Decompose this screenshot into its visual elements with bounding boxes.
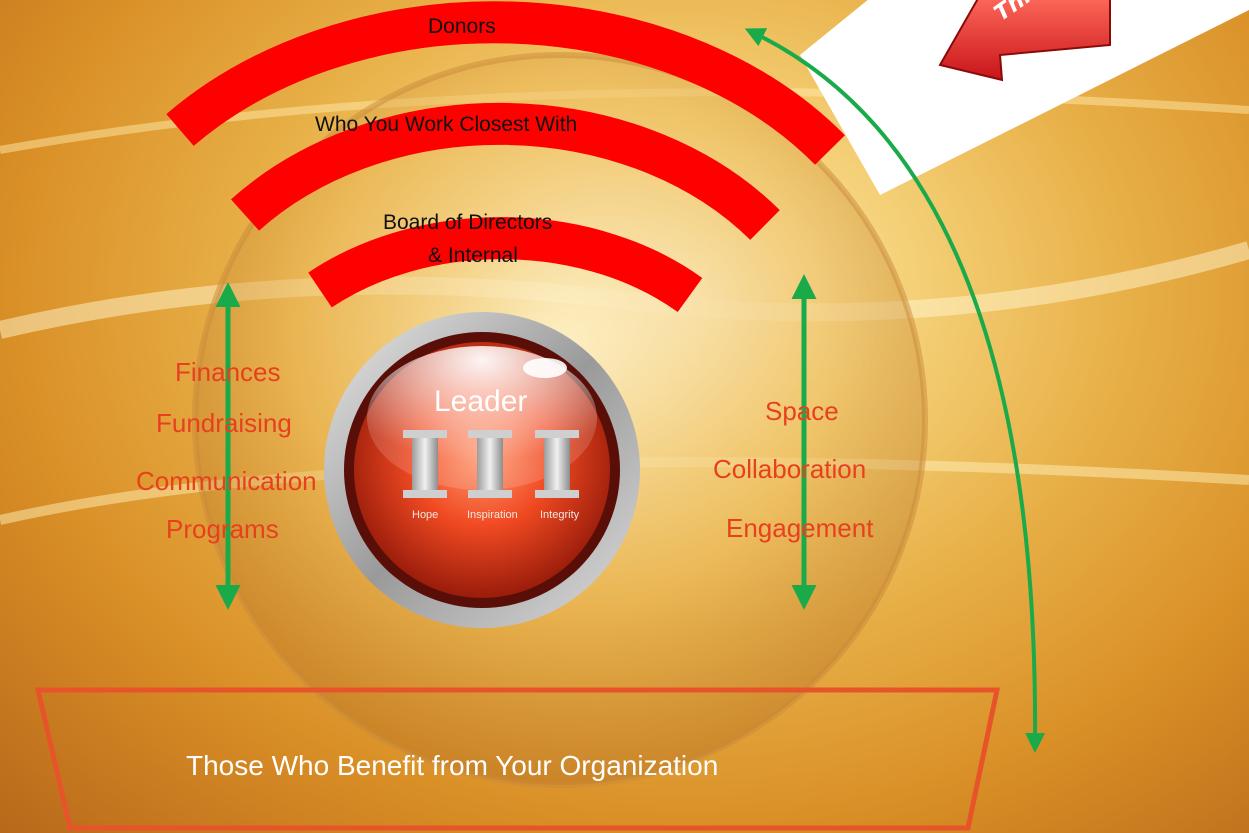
left-item-fundraising: Fundraising bbox=[156, 408, 292, 438]
beneficiaries-box bbox=[34, 687, 1001, 831]
ring-work-closest bbox=[230, 102, 780, 240]
right-item-space: Space bbox=[765, 396, 839, 426]
leader-title: Leader bbox=[434, 385, 528, 418]
pillar-label-integrity: Integrity bbox=[540, 509, 580, 521]
pillar-label-hope: Hope bbox=[412, 509, 439, 521]
ring-label-board-line2: & Internal bbox=[428, 244, 518, 267]
left-item-communication: Communication bbox=[136, 466, 317, 496]
right-item-engagement: Engagement bbox=[726, 513, 874, 543]
left-item-finances: Finances bbox=[175, 357, 281, 387]
right-item-collaboration: Collaboration bbox=[713, 454, 867, 484]
ring-label-donors: Donors bbox=[428, 15, 496, 38]
pillar-hope bbox=[403, 430, 447, 498]
beneficiaries-label: Those Who Benefit from Your Organization bbox=[186, 750, 719, 781]
curved-double-arrow bbox=[744, 28, 1046, 753]
pillar-label-inspiration: Inspiration bbox=[467, 509, 518, 521]
ring-label-work-closest: Who You Work Closest With bbox=[315, 113, 578, 136]
left-item-programs: Programs bbox=[166, 514, 279, 544]
pillar-integrity bbox=[535, 430, 579, 498]
ring-board bbox=[308, 217, 703, 313]
pillar-inspiration bbox=[468, 430, 512, 498]
ring-label-board-line1: Board of Directors bbox=[383, 211, 553, 234]
